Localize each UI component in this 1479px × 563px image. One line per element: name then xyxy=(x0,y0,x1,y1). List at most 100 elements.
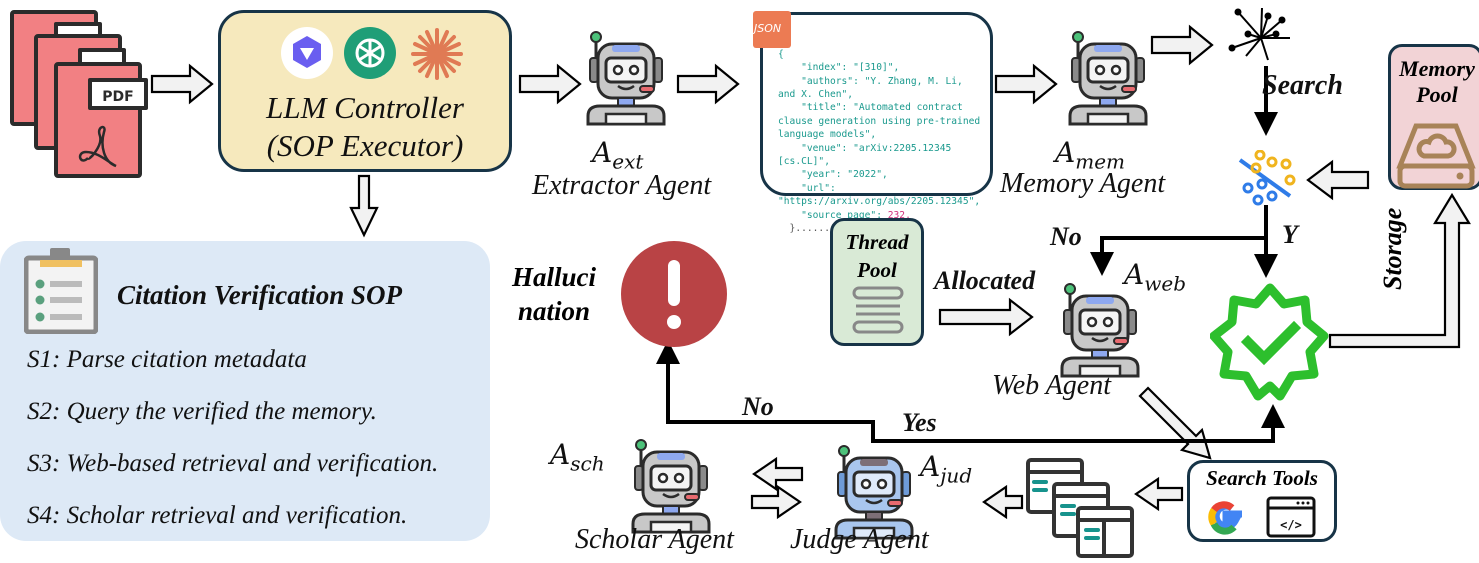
vector-embedding-icon xyxy=(1228,4,1298,67)
web-agent-symbol: Aweb xyxy=(1124,258,1186,296)
json-line: "authors": "Y. Zhang, M. Li, xyxy=(778,75,963,87)
google-icon xyxy=(1204,496,1248,543)
extractor-agent-name: Extractor Agent xyxy=(532,170,712,201)
hallucination-line1: Halluci xyxy=(512,262,597,292)
hallucination-alert-icon xyxy=(620,240,728,353)
memory-pool-label: Memory Pool xyxy=(1392,56,1479,108)
thread-pool-box xyxy=(830,218,924,346)
extractor-agent-symbol: Aext xyxy=(592,136,643,174)
qwen-logo xyxy=(280,26,334,85)
arrow-threadpool-to-web xyxy=(938,297,1034,337)
json-badge-label: JSON xyxy=(754,22,782,35)
cloud-drive-icon xyxy=(1396,120,1476,195)
yes-to-verified-line xyxy=(871,404,1285,443)
json-line: "venue": "arXiv:2205.12345 xyxy=(778,142,952,154)
clipboard-icon xyxy=(23,246,99,339)
pdf-document-icon: PDF xyxy=(10,10,148,178)
judge-agent-robot-icon xyxy=(828,444,920,545)
arrow-json-to-memory xyxy=(994,63,1058,105)
arrow-llm-to-sop xyxy=(349,174,379,238)
memory-pool-line1: Memory xyxy=(1399,56,1475,81)
json-content: { "index": "[310]", "authors": "Y. Zhang… xyxy=(778,21,993,249)
symbol-subscript: mem xyxy=(1075,149,1125,174)
symbol-subscript: web xyxy=(1144,271,1186,296)
arrow-extractor-to-json xyxy=(676,63,740,105)
json-number-value: 232, xyxy=(887,209,911,221)
memory-pool-line2: Pool xyxy=(1416,82,1458,107)
arrow-storage xyxy=(1328,192,1471,349)
sop-title: Citation Verification SOP xyxy=(117,280,403,310)
json-line: "url": xyxy=(778,182,836,194)
llm-title-line1: LLM Controller xyxy=(266,90,464,125)
web-agent-robot-icon xyxy=(1054,282,1146,383)
sop-step-1: S1: Parse citation metadata xyxy=(27,346,307,373)
web-agent-name: Web Agent xyxy=(992,370,1111,401)
hallucination-line2: nation xyxy=(517,296,591,326)
claude-logo xyxy=(409,26,465,87)
symbol-subscript: sch xyxy=(570,451,605,476)
scholar-agent-robot-icon xyxy=(625,438,717,539)
arrow-tools-to-results xyxy=(1134,476,1184,512)
search-tools-title: Search Tools xyxy=(1206,466,1318,490)
arrow-results-to-judge xyxy=(982,484,1024,520)
sop-step-4: S4: Scholar retrieval and verification. xyxy=(27,502,408,529)
json-line: { xyxy=(778,48,784,60)
memory-agent-name: Memory Agent xyxy=(1000,168,1166,199)
json-line: [cs.CL]", xyxy=(778,156,830,168)
thread-pool-line1: Thread xyxy=(845,230,909,254)
json-line: "source_page": 232, xyxy=(778,209,911,221)
json-line: language models", xyxy=(778,129,877,141)
arrow-pool-to-filter xyxy=(1306,159,1370,201)
json-lines: { "index": "[310]", "authors": "Y. Zhang… xyxy=(778,48,993,236)
symbol-letter: A xyxy=(592,136,613,169)
sop-step-3: S3: Web-based retrieval and verification… xyxy=(27,450,439,477)
symbol-letter: A xyxy=(920,450,941,483)
svg-text:</>: </> xyxy=(1280,518,1302,532)
no-branch-label-bottom: No xyxy=(742,392,774,421)
search-results-icon xyxy=(1024,456,1136,563)
json-file-icon xyxy=(753,11,791,48)
arrow-scholar-to-judge xyxy=(750,484,802,520)
arrow-web-to-tools xyxy=(1138,386,1212,460)
arrow-judge-to-scholar xyxy=(752,456,804,492)
json-closing: }........ xyxy=(778,223,842,235)
openai-logo xyxy=(343,26,397,85)
json-line: "index": "[310]", xyxy=(778,62,900,74)
extractor-agent-robot-icon xyxy=(580,30,672,131)
arrow-llm-to-extractor xyxy=(518,63,582,105)
arrow-pdf-to-llm xyxy=(150,63,214,105)
similarity-filter-icon xyxy=(1236,149,1296,211)
sop-step-2: S2: Query the verified the memory. xyxy=(27,398,377,425)
scholar-agent-name: Scholar Agent xyxy=(575,524,734,555)
llm-title-line2: (SOP Executor) xyxy=(266,128,464,163)
scholar-agent-symbol: Asch xyxy=(550,438,605,476)
no-branch-line xyxy=(1090,205,1268,276)
thread-list-icon xyxy=(852,286,904,341)
memory-agent-symbol: Amem xyxy=(1055,136,1125,174)
arrow-memory-to-vector xyxy=(1150,24,1214,66)
code-window-icon: </> xyxy=(1266,496,1316,543)
json-line: "title": "Automated contract xyxy=(778,102,963,114)
symbol-letter: A xyxy=(1055,136,1076,169)
pdf-label: PDF xyxy=(102,89,133,105)
yes-branch-label-top: Y xyxy=(1282,220,1298,249)
no-branch-label-top: No xyxy=(1050,222,1082,251)
allocated-label: Allocated xyxy=(934,266,1036,295)
json-line: "year": "2022", xyxy=(778,169,888,181)
json-card xyxy=(760,12,993,196)
symbol-letter: A xyxy=(1124,258,1145,291)
verified-badge-icon xyxy=(1209,282,1330,407)
judge-agent-name: Judge Agent xyxy=(790,524,929,555)
json-line: "https://arxiv.org/abs/2205.12345", xyxy=(778,196,981,208)
symbol-letter: A xyxy=(550,438,571,471)
json-line: clause generation using pre-trained xyxy=(778,115,981,127)
thread-pool-label: Thread Pool xyxy=(830,228,924,284)
judge-agent-symbol: Ajud xyxy=(920,450,972,488)
search-label: Search xyxy=(1262,70,1343,101)
yes-branch-label-bottom: Yes xyxy=(902,408,937,437)
pdf-stack: PDF xyxy=(8,8,158,183)
storage-label: Storage xyxy=(1378,207,1407,290)
memory-agent-robot-icon xyxy=(1062,30,1154,131)
thread-pool-line2: Pool xyxy=(857,258,897,282)
hallucination-label: Halluci nation xyxy=(512,260,596,328)
